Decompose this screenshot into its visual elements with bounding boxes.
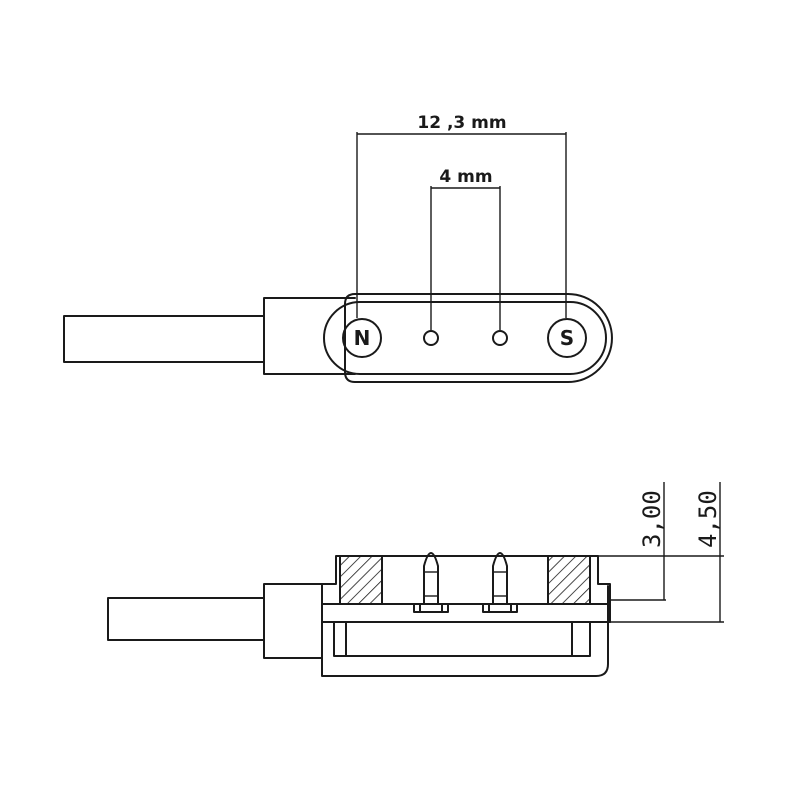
pin-contact-1	[423, 330, 439, 346]
side-inner-tray	[333, 621, 591, 657]
side-cable	[107, 597, 265, 641]
outer-span-label: 12 ,3 mm	[417, 113, 506, 133]
top-connector-body-outer	[344, 293, 613, 383]
pin-height-label: 3,00	[638, 490, 666, 548]
pin-contact-2	[492, 330, 508, 346]
top-sleeve	[263, 297, 356, 375]
total-height-label: 4,50	[694, 490, 722, 548]
pogo-pin-2	[492, 552, 508, 605]
top-cable	[63, 315, 265, 363]
pogo-pin-1	[423, 552, 439, 605]
north-pole-contact	[342, 318, 382, 358]
south-pole-contact	[547, 318, 587, 358]
top-view: N S 12 ,3 mm 4 mm	[63, 113, 613, 383]
pin-height-dimension: 3,00	[598, 482, 724, 601]
outer-span-dimension: 12 ,3 mm	[356, 113, 567, 318]
north-magnet-section	[339, 555, 383, 605]
side-view: 3,00 4,50	[107, 482, 724, 677]
total-height-dimension: 4,50	[610, 482, 724, 623]
side-lower-housing	[321, 585, 609, 677]
top-connector-face	[323, 301, 607, 375]
side-internal-plate	[345, 621, 573, 657]
north-pole-label: N	[354, 326, 371, 350]
side-upper-body	[321, 555, 611, 659]
pin-spacing-label: 4 mm	[439, 167, 492, 187]
side-sleeve	[263, 583, 323, 659]
south-pole-label: S	[560, 326, 574, 350]
south-magnet-section	[547, 555, 591, 605]
pin-spacing-dimension: 4 mm	[430, 167, 501, 330]
